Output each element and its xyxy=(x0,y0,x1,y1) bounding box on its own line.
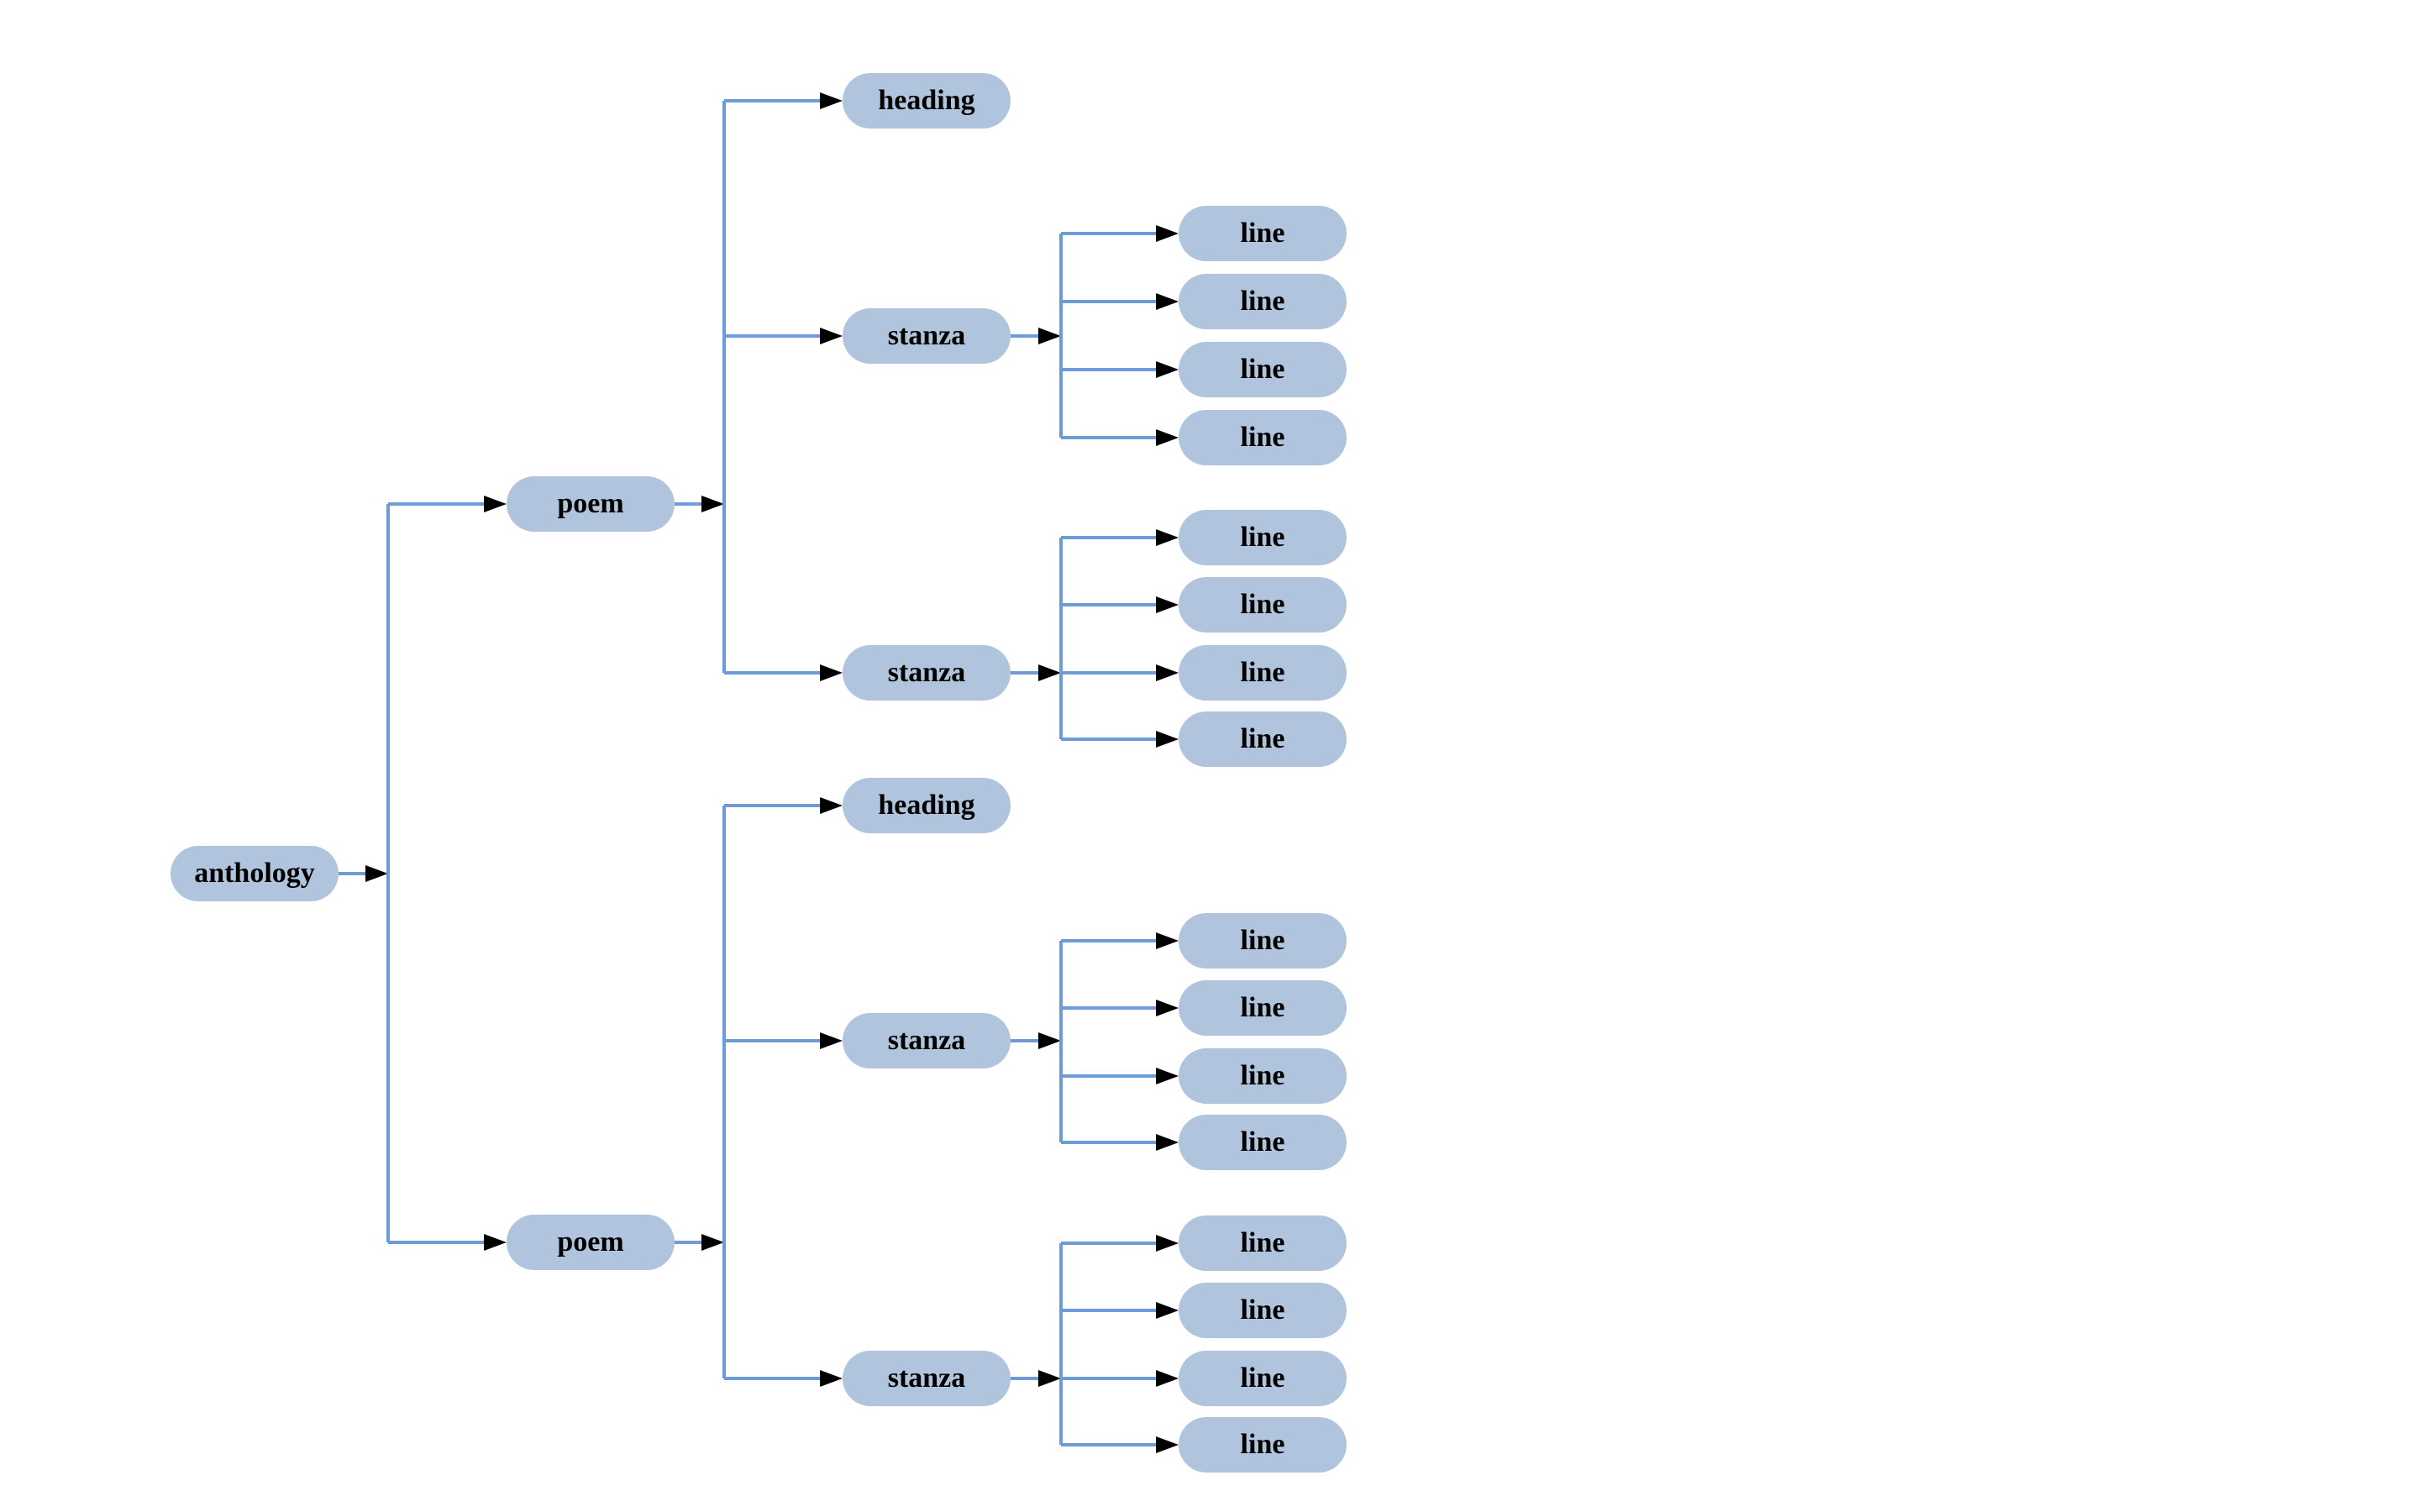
node-stanza-2: stanza xyxy=(843,645,1011,701)
edges-stanza-2 xyxy=(1011,529,1179,748)
node-line-1-2: line xyxy=(1179,274,1347,329)
edges-stanza-1 xyxy=(1011,225,1179,446)
arrowhead-icon xyxy=(1156,1068,1179,1084)
edges-stanza-4 xyxy=(1011,1235,1179,1453)
arrowhead-icon xyxy=(1038,1370,1061,1387)
node-line-4-1: line xyxy=(1179,1215,1347,1271)
edges-anthology xyxy=(339,496,507,1251)
arrowhead-icon xyxy=(484,496,507,512)
arrowhead-icon xyxy=(701,496,724,512)
node-line-2-4: line xyxy=(1179,711,1347,767)
arrowhead-icon xyxy=(365,865,388,882)
arrowhead-icon xyxy=(1156,1436,1179,1453)
node-line-1-1: line xyxy=(1179,206,1347,261)
arrowhead-icon xyxy=(820,92,843,109)
arrowhead-icon xyxy=(1156,225,1179,242)
node-line-1-3: line xyxy=(1179,342,1347,397)
arrowhead-icon xyxy=(1156,1302,1179,1319)
arrowhead-icon xyxy=(820,664,843,681)
node-stanza-4: stanza xyxy=(843,1351,1011,1406)
arrowhead-icon xyxy=(1156,596,1179,613)
node-line-3-3: line xyxy=(1179,1048,1347,1104)
node-line-4-2: line xyxy=(1179,1283,1347,1338)
arrowhead-icon xyxy=(820,797,843,814)
node-line-2-2: line xyxy=(1179,577,1347,633)
node-stanza-3: stanza xyxy=(843,1013,1011,1068)
edges-poem-1 xyxy=(675,92,843,681)
arrowhead-icon xyxy=(1038,1032,1061,1049)
node-heading-1: heading xyxy=(843,73,1011,129)
arrowhead-icon xyxy=(820,1032,843,1049)
node-line-1-4: line xyxy=(1179,410,1347,465)
node-line-2-1: line xyxy=(1179,510,1347,565)
arrowhead-icon xyxy=(820,1370,843,1387)
edges-poem-2 xyxy=(675,797,843,1387)
arrowhead-icon xyxy=(1156,1235,1179,1252)
arrowhead-icon xyxy=(1156,1370,1179,1387)
arrowhead-icon xyxy=(1156,1000,1179,1016)
arrowhead-icon xyxy=(1156,932,1179,949)
node-stanza-1: stanza xyxy=(843,308,1011,364)
node-line-3-2: line xyxy=(1179,980,1347,1036)
node-line-4-4: line xyxy=(1179,1417,1347,1473)
node-line-3-4: line xyxy=(1179,1115,1347,1170)
node-anthology: anthology xyxy=(171,846,339,901)
node-poem-2: poem xyxy=(507,1215,675,1270)
arrowhead-icon xyxy=(1156,664,1179,681)
arrowhead-icon xyxy=(1156,293,1179,310)
arrowhead-icon xyxy=(1156,429,1179,446)
arrowhead-icon xyxy=(484,1234,507,1251)
arrowhead-icon xyxy=(1156,361,1179,378)
arrowhead-icon xyxy=(701,1234,724,1251)
node-line-2-3: line xyxy=(1179,645,1347,701)
node-heading-2: heading xyxy=(843,778,1011,833)
node-poem-1: poem xyxy=(507,476,675,532)
node-line-3-1: line xyxy=(1179,913,1347,969)
arrowhead-icon xyxy=(1156,1134,1179,1151)
arrowhead-icon xyxy=(1038,664,1061,681)
node-line-4-3: line xyxy=(1179,1351,1347,1406)
arrowhead-icon xyxy=(1156,731,1179,748)
arrowhead-icon xyxy=(820,328,843,344)
arrowhead-icon xyxy=(1156,529,1179,546)
edges-stanza-3 xyxy=(1011,932,1179,1151)
arrowhead-icon xyxy=(1038,328,1061,344)
